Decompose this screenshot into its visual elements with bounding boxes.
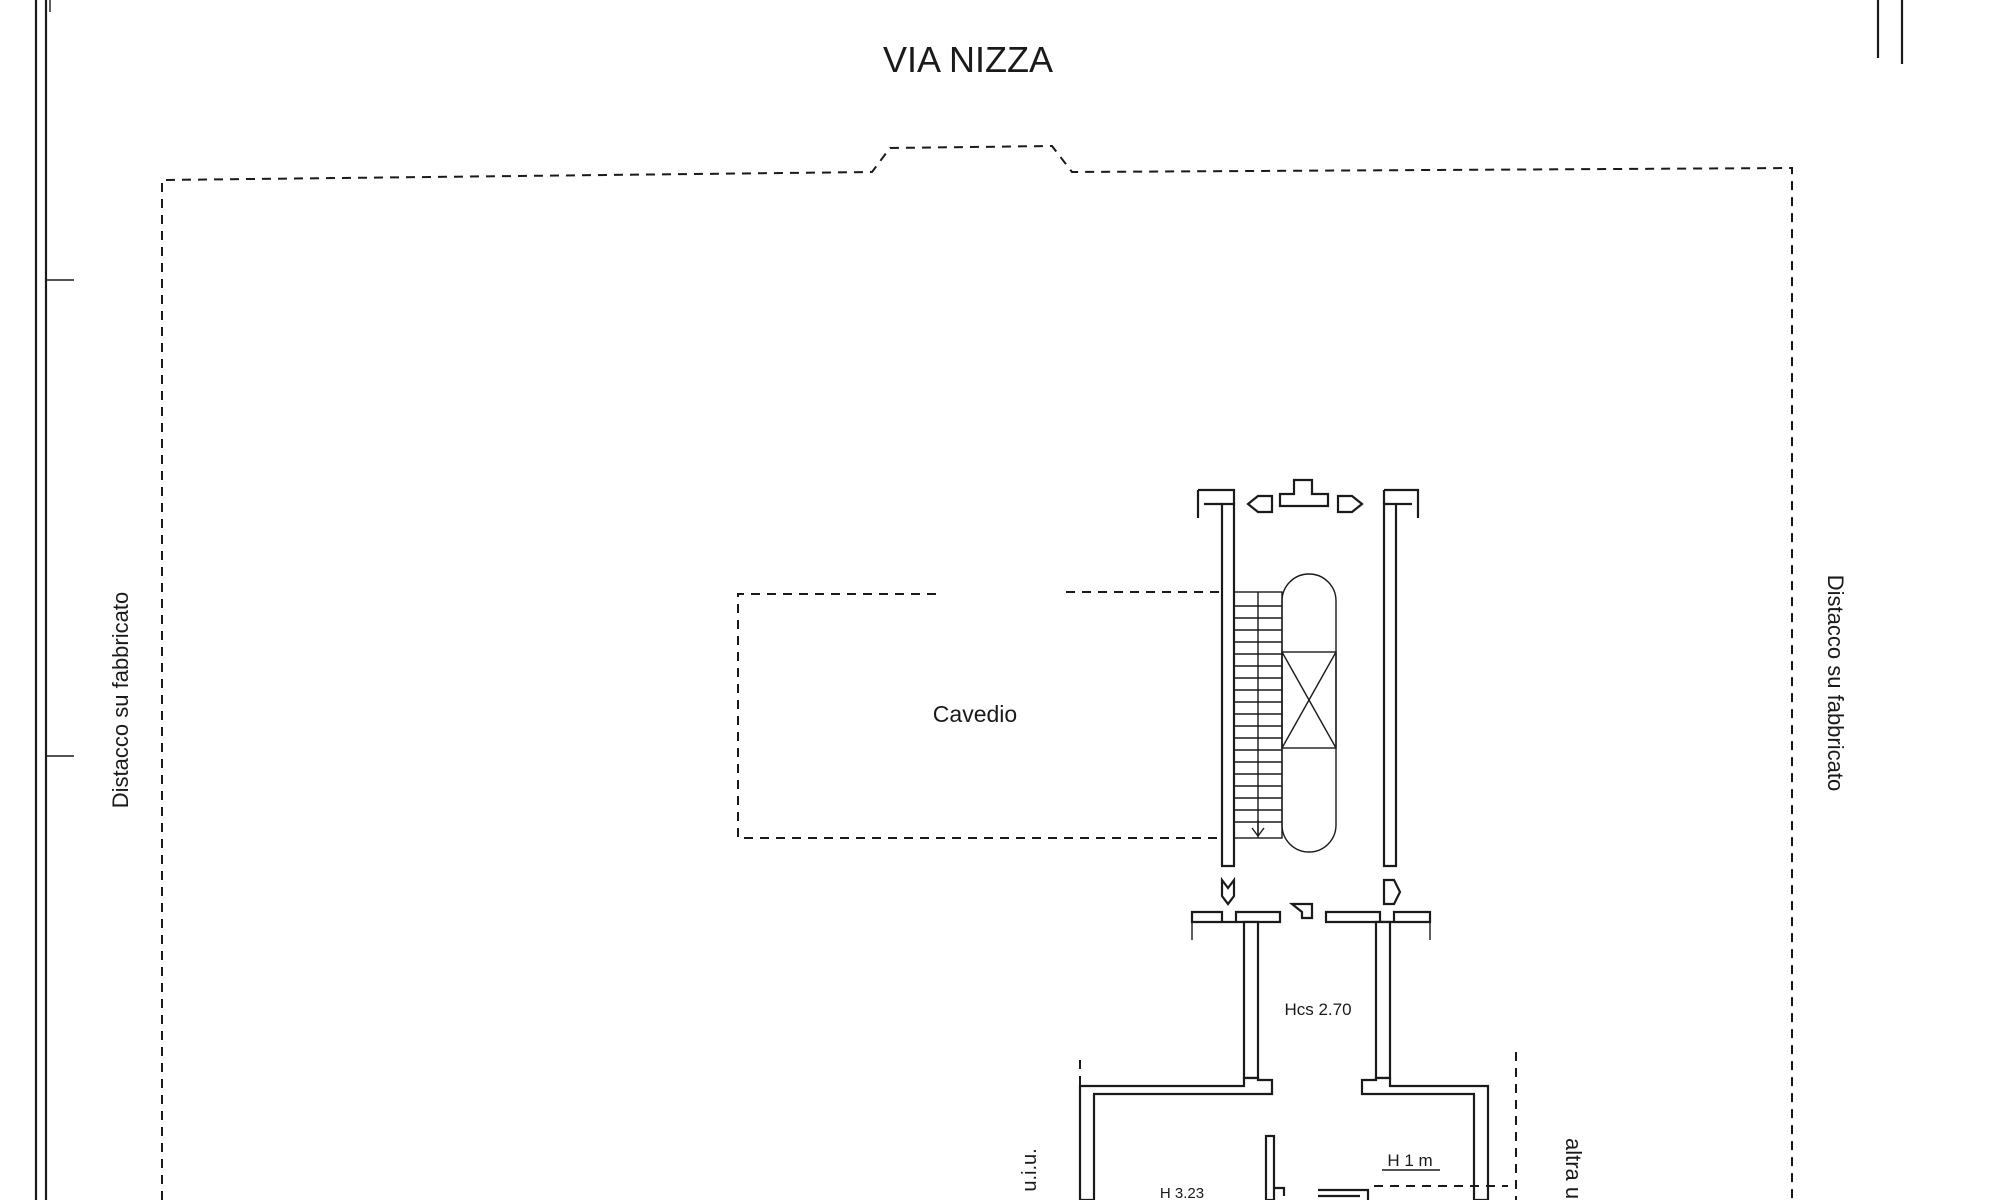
door-arrows-bottom (1220, 876, 1402, 920)
right-boundary-label: Distacco su fabbricato (1823, 575, 1848, 791)
corridor-height-label: Hcs 2.70 (1284, 1000, 1351, 1019)
unit-walls (1078, 1052, 1517, 1200)
left-unit-label: u.i.u. (1019, 1148, 1041, 1191)
low-height-label: H 1 m (1387, 1151, 1432, 1170)
sheet-frame-left (34, 0, 74, 1200)
stairwell-walls (1196, 478, 1420, 868)
left-boundary-label: Distacco su fabbricato (108, 592, 133, 808)
courtyard-outline (737, 591, 1224, 839)
property-boundary (161, 144, 1793, 1200)
room-height-label: H 3.23 (1160, 1185, 1204, 1200)
door-arrows-top (1246, 494, 1364, 514)
landing-walls (1190, 910, 1432, 1080)
street-label: VIA NIZZA (883, 39, 1053, 80)
sheet-frame-right (1876, 0, 1904, 64)
elevator-shaft (1281, 573, 1337, 853)
stair-flight (1233, 591, 1283, 839)
right-unit-label: altra u (1561, 1138, 1586, 1199)
courtyard-label: Cavedio (933, 701, 1017, 727)
